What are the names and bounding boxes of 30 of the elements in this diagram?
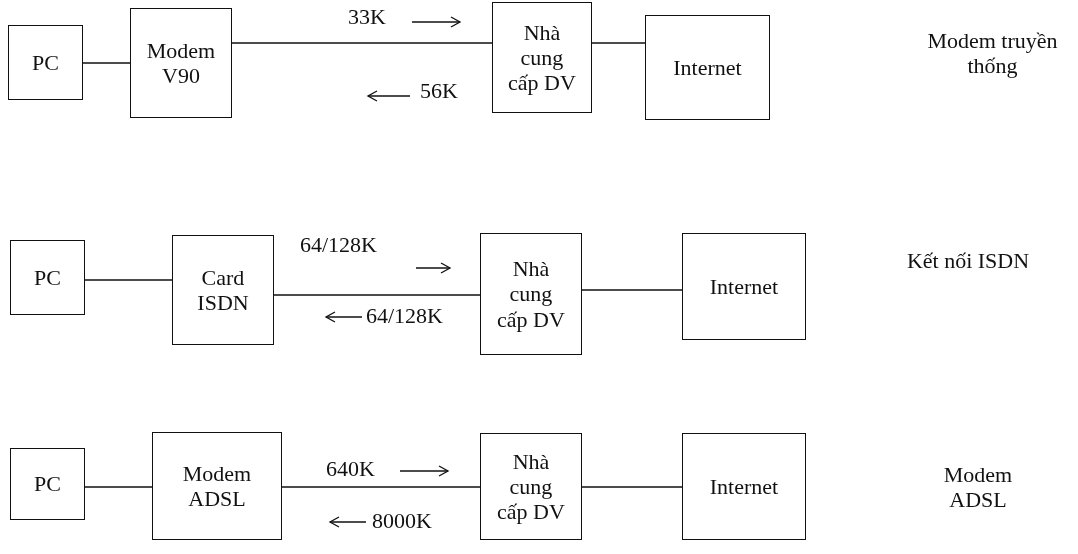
provider-box: Nhà cung cấp DV (480, 433, 582, 540)
connector-line (273, 294, 481, 296)
rate-label: 56K (420, 78, 458, 104)
provider-box: Nhà cung cấp DV (492, 2, 592, 113)
rate-label: 640K (326, 456, 375, 482)
internet-box: Internet (682, 433, 806, 540)
connector-line (231, 42, 493, 44)
pc-box: PC (10, 448, 85, 520)
connector-line (581, 486, 683, 488)
provider-box: Nhà cung cấp DV (480, 233, 582, 355)
connector-line (84, 279, 173, 281)
rate-label: 8000K (372, 508, 432, 534)
rate-label: 64/128K (300, 232, 377, 258)
caption-label: Modem ADSL (942, 462, 1014, 513)
caption-label: Modem truyền thống (926, 28, 1059, 79)
internet-box: Internet (645, 15, 770, 120)
pc-box: PC (8, 25, 83, 100)
internet-box: Internet (682, 233, 806, 340)
connector-line (591, 42, 646, 44)
device-box: Modem V90 (130, 8, 232, 118)
connector-line (82, 62, 131, 64)
connector-line (84, 486, 153, 488)
rate-label: 64/128K (366, 303, 443, 329)
caption-label: Kết nối ISDN (905, 248, 1031, 274)
connector-line (581, 289, 683, 291)
connector-line (281, 486, 481, 488)
rate-label: 33K (348, 4, 386, 30)
device-box: Modem ADSL (152, 432, 282, 540)
device-box: Card ISDN (172, 235, 274, 345)
pc-box: PC (10, 240, 85, 315)
